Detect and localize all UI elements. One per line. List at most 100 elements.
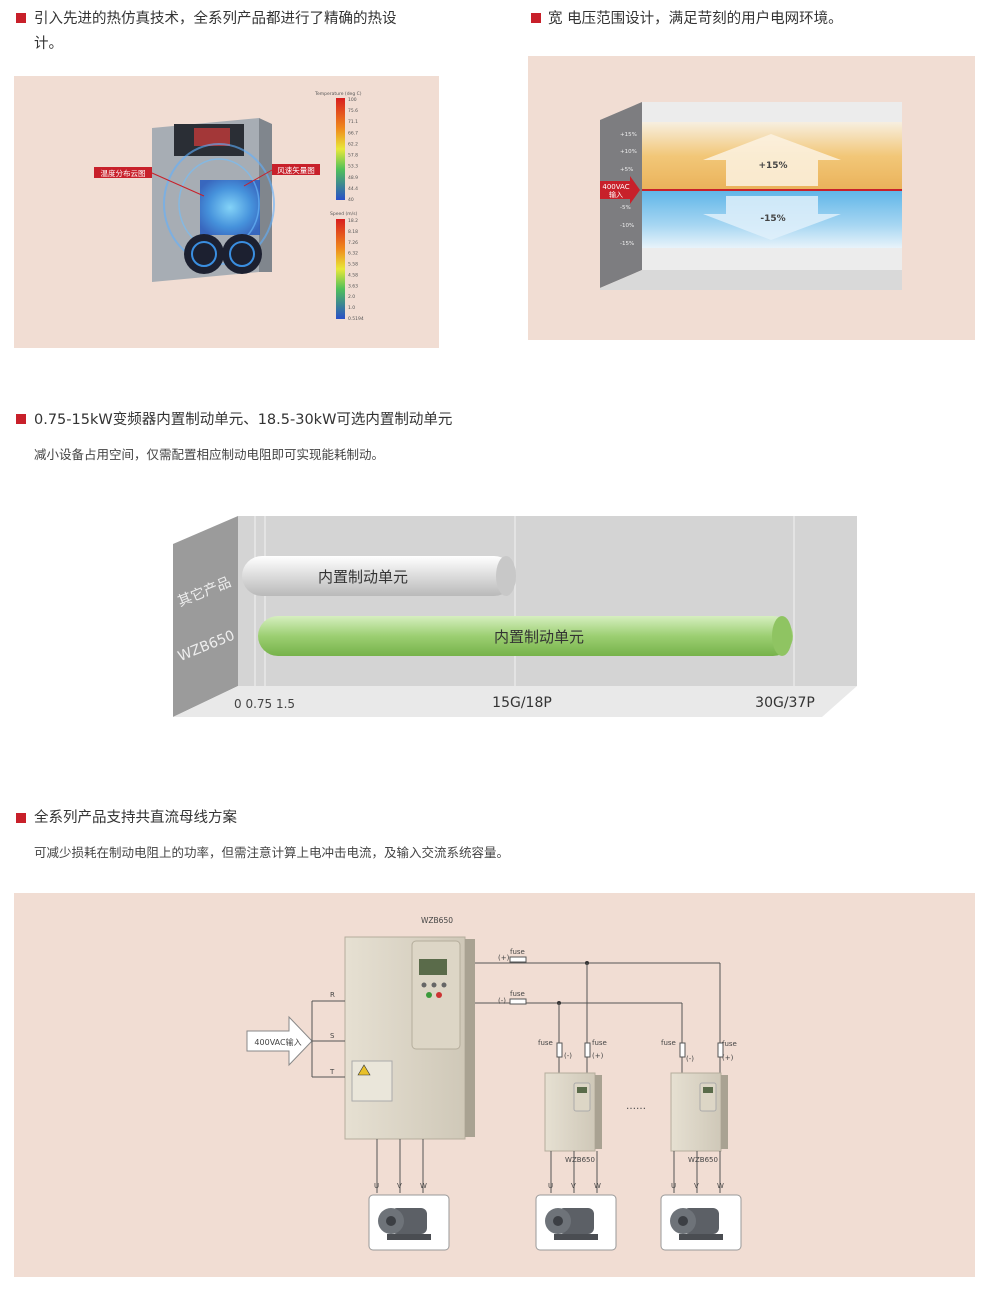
dc-bus-wiring-diagram: WZB650 400VAC输入 R S T (+) fuse (-) fuse bbox=[246, 916, 742, 1251]
heading-bullet bbox=[531, 13, 541, 23]
temperature-ticks: 100 75.6 71.1 66.7 62.2 57.8 53.3 48.9 44.4 40 bbox=[348, 97, 358, 203]
dcbus-panel: WZB650 400VAC输入 R S T (+) fuse (-) fuse bbox=[14, 893, 975, 1277]
temperature-legend-title: Temperature (deg C) bbox=[314, 91, 362, 97]
output-label: V bbox=[397, 1182, 402, 1190]
temperature-tick: 62.2 bbox=[348, 141, 358, 147]
drive3-fuse-minus-sign: (-) bbox=[686, 1055, 694, 1063]
speed-tick: 5.58 bbox=[348, 262, 358, 268]
dcbus-subheading: 可减少损耗在制动电阻上的功率，但需注意计算上电冲击电流，及输入交流系统容量。 bbox=[34, 845, 510, 860]
input-label-line2: 输入 bbox=[609, 190, 623, 199]
drive3-fuse-plus-sign: (+) bbox=[722, 1054, 734, 1062]
bus-fuse-minus: fuse bbox=[510, 990, 525, 998]
temperature-tick: 100 bbox=[348, 97, 357, 103]
speed-tick: 7.26 bbox=[348, 240, 358, 246]
bus-fuse-plus: fuse bbox=[510, 948, 525, 956]
speed-tick: 3.63 bbox=[348, 283, 358, 289]
bus-minus: (-) bbox=[498, 997, 506, 1005]
speed-tick: 6.32 bbox=[348, 251, 358, 257]
speed-tick: 8.18 bbox=[348, 229, 358, 235]
temperature-tick: 44.4 bbox=[348, 186, 358, 192]
voltage-tick: +10% bbox=[620, 149, 637, 155]
temperature-tick: 71.1 bbox=[348, 119, 358, 125]
temperature-tick: 48.9 bbox=[348, 175, 358, 181]
motor-shaft bbox=[678, 1216, 688, 1226]
speed-tick: 4.58 bbox=[348, 272, 358, 278]
braking-range-diagram: 内置制动单元 内置制动单元 其它产品 WZB650 0 0.75 1.5 15G… bbox=[173, 516, 857, 717]
thermal-heading-line1: 引入先进的热仿真技术，全系列产品都进行了精确的热设 bbox=[34, 11, 397, 27]
output-label: V bbox=[694, 1182, 699, 1190]
temperature-tick: 53.3 bbox=[348, 164, 358, 170]
callout-temperature: 温度分布云图 bbox=[101, 168, 146, 178]
temperature-colorbar bbox=[336, 98, 345, 200]
bus-plus: (+) bbox=[498, 954, 510, 962]
bar-other-label: 内置制动单元 bbox=[318, 568, 408, 586]
drive3-fuse-plus: fuse bbox=[722, 1040, 737, 1048]
output-label: W bbox=[717, 1182, 724, 1190]
output-label: W bbox=[420, 1182, 427, 1190]
dcbus-heading: 全系列产品支持共直流母线方案 bbox=[34, 810, 237, 826]
voltage-tick: -5% bbox=[620, 205, 631, 211]
output-label: U bbox=[374, 1182, 379, 1190]
bar-wzb650 bbox=[258, 616, 793, 656]
main-drive-model: WZB650 bbox=[421, 916, 453, 925]
voltage-heading: 宽 电压范围设计，满足苛刻的用户电网环境。 bbox=[548, 11, 843, 27]
temperature-tick: 57.8 bbox=[348, 153, 358, 159]
heading-bullet bbox=[16, 813, 26, 823]
voltage-tick: -10% bbox=[620, 223, 634, 229]
drive-3-model: WZB650 bbox=[688, 1156, 718, 1164]
speed-tick: 2.0 bbox=[348, 294, 355, 300]
drive3-fuse-minus: fuse bbox=[661, 1039, 676, 1047]
axis-start-labels: 0 0.75 1.5 bbox=[234, 697, 295, 711]
heading-bullet bbox=[16, 13, 26, 23]
speed-tick: 1.0 bbox=[348, 305, 355, 311]
input-400vac-label: 400VAC输入 bbox=[254, 1037, 301, 1047]
temperature-tick: 75.6 bbox=[348, 108, 358, 114]
axis-mid-label: 15G/18P bbox=[492, 695, 552, 711]
drive2-fuse-minus: fuse bbox=[538, 1039, 553, 1047]
output-label: V bbox=[571, 1182, 576, 1190]
heading-bullet bbox=[16, 414, 26, 424]
voltage-ticks: +15% +10% +5% -5% -10% -15% bbox=[620, 132, 637, 247]
phase-s: S bbox=[330, 1032, 335, 1040]
ellipsis: …… bbox=[626, 1101, 646, 1112]
temperature-tick: 66.7 bbox=[348, 130, 358, 136]
bar-other-products bbox=[242, 556, 514, 596]
motor-base bbox=[554, 1234, 598, 1240]
speed-ticks: 18.2 8.18 7.26 6.32 5.58 4.58 3.63 2.0 1.0 0.5194 bbox=[348, 218, 364, 322]
input-label-line1: 400VAC bbox=[602, 183, 629, 191]
bar-wzb650-label: 内置制动单元 bbox=[494, 628, 584, 646]
voltage-panel: +15% -15% +15%+10%+5%-5%-10%-15% 400VAC … bbox=[528, 56, 975, 340]
speed-tick: 0.5194 bbox=[348, 316, 364, 322]
output-label: W bbox=[594, 1182, 601, 1190]
braking-heading: 0.75-15kW变频器内置制动单元、18.5-30kW可选内置制动单元 bbox=[34, 412, 453, 428]
output-label: U bbox=[548, 1182, 553, 1190]
voltage-tick: +15% bbox=[620, 132, 637, 138]
callout-wind-speed: 风速矢量图 bbox=[277, 165, 315, 175]
speed-colorbar bbox=[336, 219, 345, 319]
voltage-tick: +5% bbox=[620, 167, 633, 173]
temperature-tick: 40 bbox=[348, 197, 354, 203]
drive2-fuse-plus: fuse bbox=[592, 1039, 607, 1047]
axis-end-label: 30G/37P bbox=[755, 695, 815, 711]
motor-shaft bbox=[553, 1216, 563, 1226]
drive2-fuse-plus-sign: (+) bbox=[592, 1052, 604, 1060]
motor-base bbox=[387, 1234, 431, 1240]
increase-label: +15% bbox=[758, 161, 787, 171]
drive2-fuse-minus-sign: (-) bbox=[564, 1052, 572, 1060]
braking-subheading: 减小设备占用空间，仅需配置相应制动电阻即可实现能耗制动。 bbox=[34, 447, 385, 462]
phase-r: R bbox=[330, 991, 335, 999]
thermal-heading-line2: 计。 bbox=[34, 36, 63, 52]
motor-base bbox=[679, 1234, 723, 1240]
speed-legend-title: Speed (m/s) bbox=[330, 211, 358, 217]
voltage-tick: -15% bbox=[620, 241, 634, 247]
output-label: U bbox=[671, 1182, 676, 1190]
phase-t: T bbox=[329, 1068, 335, 1076]
voltage-range-diagram: +15% -15% +15%+10%+5%-5%-10%-15% 400VAC … bbox=[600, 102, 902, 290]
decrease-label: -15% bbox=[760, 214, 785, 224]
speed-tick: 18.2 bbox=[348, 218, 358, 224]
thermal-simulation-image: 温度分布云图 风速矢量图 Temperature (deg C) 100 75.6… bbox=[94, 91, 364, 322]
drive-2-model: WZB650 bbox=[565, 1156, 595, 1164]
thermal-panel: 温度分布云图 风速矢量图 Temperature (deg C) 100 75.6… bbox=[14, 76, 439, 348]
motor-shaft bbox=[386, 1216, 396, 1226]
